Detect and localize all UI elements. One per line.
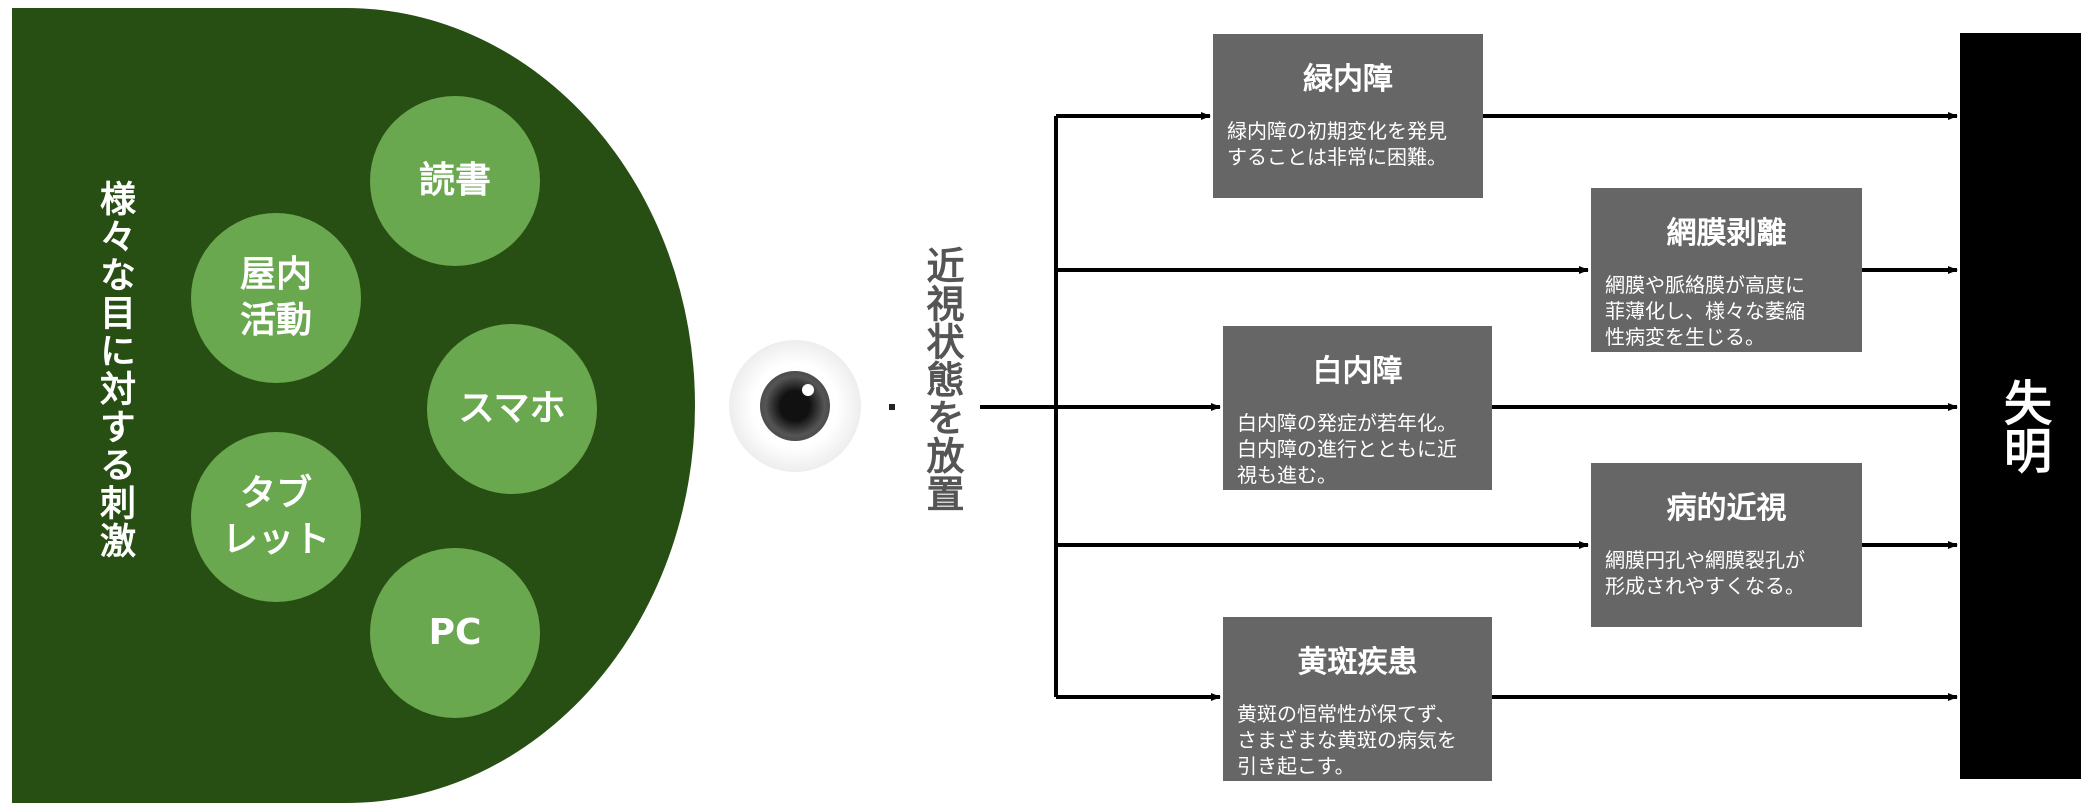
condition-macular-disease: 黄斑疾患 黄斑の恒常性が保てず、 さまざまな黄斑の病気を 引き起こす。 bbox=[1223, 617, 1492, 781]
stimulus-reading: 読書 bbox=[370, 96, 540, 266]
condition-title: 網膜剥離 bbox=[1666, 216, 1787, 251]
condition-desc: 緑内障の初期変化を発見 することは非常に困難。 bbox=[1227, 119, 1447, 169]
condition-title: 白内障 bbox=[1312, 354, 1403, 389]
condition-title: 緑内障 bbox=[1303, 62, 1393, 97]
stimulus-indoor: 屋内 活動 bbox=[191, 213, 361, 383]
condition-pathologic-myopia: 病的近視 網膜円孔や網膜裂孔が 形成されやすくなる。 bbox=[1591, 463, 1862, 627]
condition-cataract: 白内障 白内障の発症が若年化。 白内障の進行とともに近 視も進む。 bbox=[1223, 326, 1492, 490]
myopia-state-label: 近視状態を放置 bbox=[920, 246, 964, 512]
condition-desc: 網膜や脈絡膜が高度に 菲薄化し、様々な萎縮 性病変を生じる。 bbox=[1605, 273, 1805, 349]
blindness-label: 失明 bbox=[1995, 378, 2051, 474]
condition-desc: 黄斑の恒常性が保てず、 さまざまな黄斑の病気を 引き起こす。 bbox=[1237, 702, 1457, 778]
stimulus-pc: PC bbox=[370, 548, 540, 718]
stimulus-label: 様々な目に対する刺激 bbox=[94, 180, 135, 560]
blindness-panel: 失明 bbox=[1960, 33, 2081, 779]
condition-retinal-detachment: 網膜剥離 網膜や脈絡膜が高度に 菲薄化し、様々な萎縮 性病変を生じる。 bbox=[1591, 188, 1862, 352]
condition-glaucoma: 緑内障 緑内障の初期変化を発見 することは非常に困難。 bbox=[1213, 34, 1483, 198]
condition-desc: 網膜円孔や網膜裂孔が 形成されやすくなる。 bbox=[1605, 548, 1805, 598]
condition-desc: 白内障の発症が若年化。 白内障の進行とともに近 視も進む。 bbox=[1237, 411, 1457, 487]
stimulus-tablet: タブ レット bbox=[191, 432, 361, 602]
connector-dot bbox=[889, 404, 895, 410]
eye-glint bbox=[802, 384, 814, 396]
stimulus-smartphone: スマホ bbox=[427, 324, 597, 494]
condition-title: 黄斑疾患 bbox=[1297, 645, 1418, 680]
eye-iris bbox=[760, 371, 830, 441]
condition-title: 病的近視 bbox=[1666, 491, 1787, 526]
